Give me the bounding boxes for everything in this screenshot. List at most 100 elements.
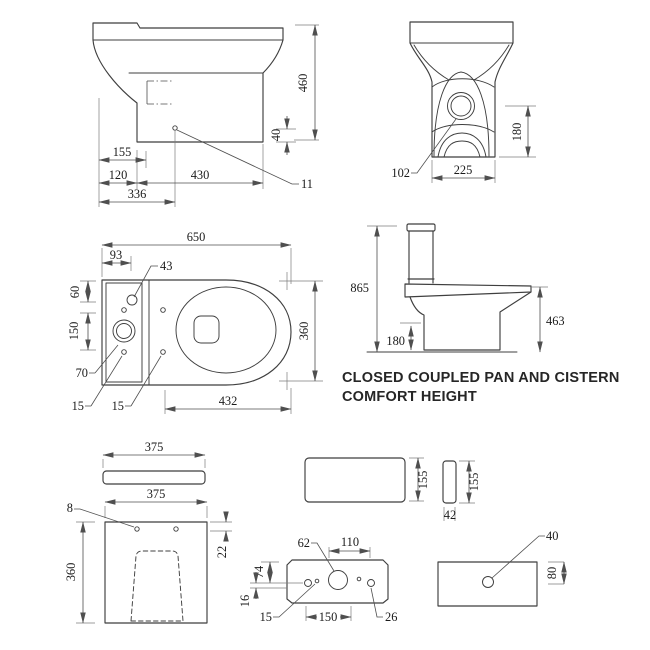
plan-flush-entry-inner [116, 323, 132, 339]
rear-foot-arcs [437, 132, 487, 158]
cistern-front-outline [104, 521, 208, 624]
rear-cross-arcs [431, 78, 495, 133]
callout-label-70: 70 [76, 366, 88, 380]
leader-line-40 [491, 535, 545, 579]
profile-cistern-lid [406, 223, 436, 232]
seat-lid-view: 375 [102, 440, 206, 485]
leader-line-8 [74, 508, 135, 528]
dim-label-150-base: 150 [319, 610, 338, 624]
leader-line-11 [176, 129, 299, 185]
dim-label-375-lid: 375 [145, 440, 164, 454]
profile-cistern-body [407, 230, 435, 284]
dim-label-16: 16 [238, 595, 252, 607]
dim-label-180: 180 [386, 334, 405, 348]
callout-label-15-base: 15 [260, 610, 272, 624]
plan-fixing-hole [121, 349, 127, 355]
callout-label-8: 8 [67, 501, 73, 515]
base-hole-left [304, 579, 312, 587]
dim-label-155-lid-plan: 155 [416, 471, 430, 490]
hidden-flush-chute [130, 550, 184, 622]
flush-valve-hole [328, 570, 348, 590]
profile-bowl-and-base [409, 291, 532, 351]
pan-rear-extension-lines [431, 105, 536, 183]
title-line-2: COMFORT HEIGHT [342, 389, 477, 405]
dim-label-22: 22 [215, 546, 229, 558]
pan-rear-outline [409, 21, 514, 158]
title-line-1: CLOSED COUPLED PAN AND CISTERN [342, 370, 620, 386]
callout-label-15-right: 15 [112, 399, 124, 413]
cistern-base-view: 110 62 74 16 150 15 26 [238, 535, 397, 624]
pan-rear-view: 180 225 102 [391, 21, 536, 183]
callout-label-40: 40 [546, 529, 558, 543]
leader-line-43 [133, 265, 158, 298]
dim-label-865: 865 [350, 281, 369, 295]
plan-fixing-hole [121, 307, 127, 313]
dim-label-180: 180 [510, 123, 524, 142]
plan-fixing-hole [160, 307, 166, 313]
dim-label-80: 80 [545, 567, 559, 579]
profile-seat [404, 283, 532, 298]
pan-plan-view: 650 93 43 60 150 360 432 70 15 15 [67, 230, 323, 414]
cistern-front-ext-right [210, 521, 232, 532]
seat-lid-extension-lines [102, 459, 206, 468]
cistern-fixing-hole [134, 526, 140, 532]
cistern-base-outline [286, 559, 389, 604]
dim-label-375-front: 375 [147, 487, 166, 501]
toilet-profile-view: 865 180 463 [350, 223, 565, 353]
cistern-lid-plan-outline [304, 457, 406, 503]
plan-flush-entry-outer [112, 319, 136, 343]
leader-line-102 [411, 118, 457, 174]
plan-fixing-hole [160, 349, 166, 355]
cistern-side-outline [437, 561, 538, 607]
dim-label-42: 42 [444, 508, 456, 522]
dim-label-60: 60 [68, 286, 82, 298]
dim-label-360: 360 [297, 322, 311, 341]
outlet-circle-inner [450, 95, 472, 117]
callout-label-26: 26 [385, 610, 397, 624]
dim-label-155-lid-side: 155 [467, 473, 481, 492]
dim-label-110: 110 [341, 535, 359, 549]
cistern-side-view: 40 80 [437, 529, 567, 607]
cistern-front-view: 375 8 360 22 [64, 487, 232, 624]
leader-line-62 [311, 542, 335, 572]
leader-line-70 [89, 344, 119, 374]
callout-label-62: 62 [298, 536, 310, 550]
plan-inlet-hole-43 [126, 294, 138, 306]
side-fixing-hole [172, 125, 178, 131]
leader-line-15-right [125, 355, 162, 407]
rear-moulding-swooshes [413, 44, 510, 81]
cistern-lid-side-outline [442, 460, 457, 504]
leader-line-15-base [273, 583, 316, 618]
base-pin-hole-right [356, 576, 362, 582]
base-ext-16 [250, 582, 303, 589]
callout-label-102: 102 [391, 166, 410, 180]
dim-label-40: 40 [269, 129, 283, 141]
dim-label-150: 150 [67, 322, 81, 341]
cistern-lid-plan-view: 155 [304, 457, 430, 503]
dim-label-460: 460 [296, 74, 310, 93]
dim-label-432: 432 [219, 394, 238, 408]
pan-side-outline [92, 22, 284, 143]
callout-label-15-left: 15 [72, 399, 84, 413]
cistern-front-ext-left [76, 521, 95, 624]
dim-label-155: 155 [113, 145, 132, 159]
outlet-circle-outer [447, 92, 475, 120]
dim-label-336: 336 [128, 187, 147, 201]
profile-extension-lines [367, 225, 548, 324]
cistern-fixing-hole [173, 526, 179, 532]
callout-label-43: 43 [160, 259, 172, 273]
rear-arch [433, 71, 490, 157]
plan-outline [101, 279, 292, 386]
drawing-title: CLOSED COUPLED PAN AND CISTERN COMFORT H… [342, 370, 620, 405]
seat-lid-bar [102, 470, 206, 485]
base-hole-right [367, 579, 375, 587]
plan-bowl-ellipse [175, 286, 277, 374]
dim-label-650: 650 [187, 230, 206, 244]
dim-label-74: 74 [252, 566, 266, 578]
dim-label-93: 93 [110, 248, 122, 262]
side-inlet-hole [482, 576, 494, 588]
dim-label-463: 463 [546, 314, 565, 328]
pan-side-view: 155 120 430 336 460 40 11 [92, 22, 319, 207]
cistern-lid-side-view: 155 42 [442, 460, 481, 522]
